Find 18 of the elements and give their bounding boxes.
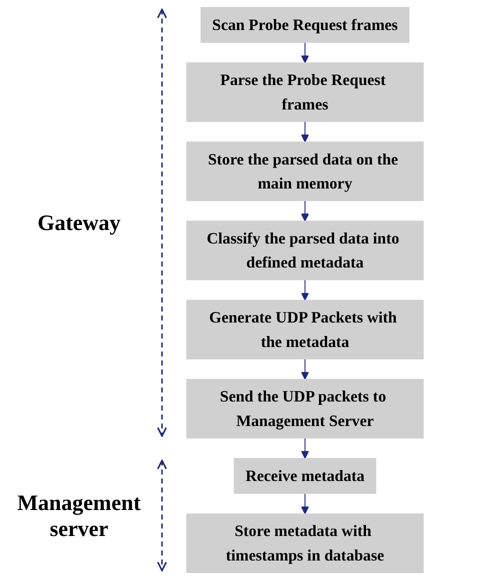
node-box: [186, 142, 424, 202]
arrow: [300, 42, 310, 64]
flowchart: Scan Probe Request frames Parse the Probe Request frames Store the parsed data on the main memory Classify the parsed data into defined metadata Generate UDP Packets with the metadata Send the UDP packets to Management Server Receive metadata Store metadata with timestamps in database: [170, 0, 440, 580]
node-box: [200, 6, 410, 43]
node-box: [186, 513, 424, 574]
node-box: [186, 378, 424, 438]
node-box: [186, 62, 424, 122]
node-box: [186, 300, 424, 360]
arrow: [300, 279, 310, 301]
arrow: [300, 492, 310, 514]
arrow: [300, 121, 310, 142]
node-box: [186, 220, 424, 280]
arrow: [300, 200, 310, 222]
arrow: [300, 438, 310, 459]
group-label: Management server: [16, 490, 142, 542]
node-box: [234, 458, 376, 494]
group-label: Gateway: [36, 210, 122, 236]
arrow: [300, 358, 310, 380]
